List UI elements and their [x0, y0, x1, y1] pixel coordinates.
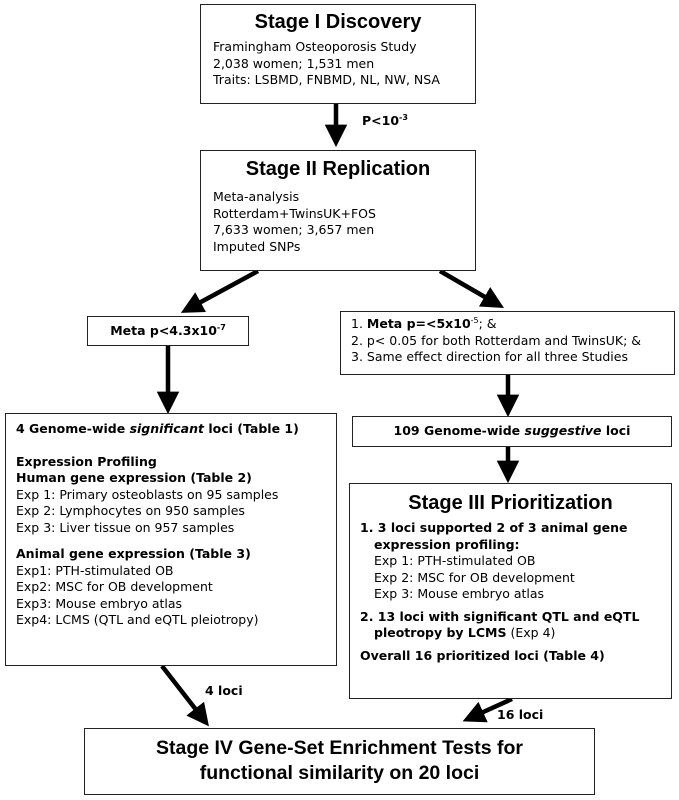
stage3-box: Stage III Prioritization 1. 3 loci suppo… — [349, 483, 672, 699]
meta-left-base: Meta p<4.3x10 — [110, 323, 217, 338]
stage2-line-4: Imputed SNPs — [213, 238, 301, 254]
stage3-exp-3: Exp 3: Mouse embryo atlas — [374, 586, 545, 601]
meta-left-exponent: -7 — [216, 323, 226, 332]
arrow-stage2-to-meta-left — [180, 269, 260, 313]
stage2-box: Stage II Replication Meta-analysis Rotte… — [200, 150, 476, 271]
label-16-loci: 16 loci — [497, 707, 544, 722]
stage2-line-2: Rotterdam+TwinsUK+FOS — [213, 205, 376, 221]
meta-right-criterion-2: 2. p< 0.05 for both Rotterdam and TwinsU… — [351, 332, 642, 348]
meta-right-l1-tail: ; & — [478, 316, 497, 331]
meta-left-text: Meta p<4.3x10-7 — [88, 323, 248, 340]
animal-expression-heading: Animal gene expression (Table 3) — [16, 546, 251, 561]
stage2-title: Stage II Replication — [245, 158, 431, 180]
p-threshold-base: P<10 — [362, 113, 400, 128]
meta-right-criterion-1: 1. Meta p=<5x10-5; & — [351, 316, 674, 333]
stage2-line-3: 7,633 women; 3,657 men — [213, 222, 375, 237]
meta-right-box: 1. Meta p=<5x10-5; & 2. p< 0.05 for both… — [340, 311, 675, 375]
meta-right-l1-num: 1. — [351, 316, 367, 331]
stage1-line-3: Traits: LSBMD, FNBMD, NL, NW, NSA — [213, 72, 440, 87]
label-4-loci: 4 loci — [205, 683, 243, 698]
sig-title-a: 4 Genome-wide — [16, 421, 130, 436]
sugg-a: 109 Genome-wide — [393, 423, 525, 438]
meta-right-criterion-3: 3. Same effect direction for all three S… — [351, 349, 628, 364]
stage1-line-2: 2,038 women; 1,531 men — [213, 55, 375, 71]
significant-loci-box: 4 Genome-wide significant loci (Table 1)… — [5, 413, 337, 666]
human-expression-heading: Human gene expression (Table 2) — [16, 470, 252, 485]
stage1-line-1: Framingham Osteoporosis Study — [213, 39, 417, 54]
p-threshold-label: P<10-3 — [362, 113, 408, 128]
stage3-p2c: (Exp 4) — [506, 625, 556, 640]
sig-title-c: loci (Table 1) — [204, 421, 299, 436]
meta-right-l1-bold: Meta p=<5x10 — [366, 316, 471, 331]
arrow-significant-to-stage4 — [160, 664, 209, 727]
animal-exp-1: Exp1: PTH-stimulated OB — [16, 562, 174, 578]
stage2-line-1: Meta-analysis — [213, 189, 300, 204]
stage3-point2-line2: pleotropy by LCMS (Exp 4) — [360, 625, 671, 642]
stage3-point2-line1: 2. 13 loci with significant QTL and eQTL — [360, 608, 640, 624]
significant-loci-title: 4 Genome-wide significant loci (Table 1) — [16, 421, 336, 438]
arrow-stage3-to-stage4 — [462, 696, 513, 723]
meta-left-box: Meta p<4.3x10-7 — [87, 316, 249, 346]
human-exp-2: Exp 2: Lymphocytes on 950 samples — [16, 503, 245, 518]
stage3-exp-2: Exp 2: MSC for OB development — [374, 569, 575, 585]
meta-right-l1-exponent: -5 — [470, 316, 479, 325]
stage3-point1-line2: expression profiling: — [374, 536, 520, 552]
arrow-stage2-to-meta-right — [438, 269, 505, 309]
animal-exp-4: Exp4: LCMS (QTL and eQTL pleiotropy) — [16, 612, 259, 627]
human-exp-1: Exp 1: Primary osteoblasts on 95 samples — [16, 486, 279, 502]
animal-exp-2: Exp2: MSC for OB development — [16, 579, 213, 594]
stage4-box: Stage IV Gene-Set Enrichment Tests for f… — [84, 728, 595, 795]
expression-profiling-heading: Expression Profiling — [16, 453, 157, 469]
stage4-line-2: functional similarity on 20 loci — [199, 762, 480, 784]
sugg-c: loci — [601, 423, 631, 438]
sugg-b: suggestive — [524, 423, 602, 438]
stage1-title: Stage I Discovery — [254, 11, 422, 33]
suggestive-loci-text: 109 Genome-wide suggestive loci — [353, 423, 671, 440]
stage1-box: Stage I Discovery Framingham Osteoporosi… — [200, 4, 476, 104]
p-threshold-exponent: -3 — [399, 113, 408, 122]
human-exp-3: Exp 3: Liver tissue on 957 samples — [16, 519, 235, 535]
stage4-line-1: Stage IV Gene-Set Enrichment Tests for — [156, 737, 523, 759]
stage3-p2b: pleotropy by LCMS — [374, 625, 507, 640]
animal-exp-3: Exp3: Mouse embryo atlas — [16, 595, 183, 611]
sig-title-b: significant — [129, 421, 204, 436]
stage3-title: Stage III Prioritization — [408, 492, 613, 514]
stage3-point1-line1: 1. 3 loci supported 2 of 3 animal gene — [360, 520, 628, 535]
stage3-exp-1: Exp 1: PTH-stimulated OB — [374, 553, 536, 568]
suggestive-loci-box: 109 Genome-wide suggestive loci — [352, 416, 672, 447]
stage3-overall: Overall 16 prioritized loci (Table 4) — [360, 647, 605, 663]
